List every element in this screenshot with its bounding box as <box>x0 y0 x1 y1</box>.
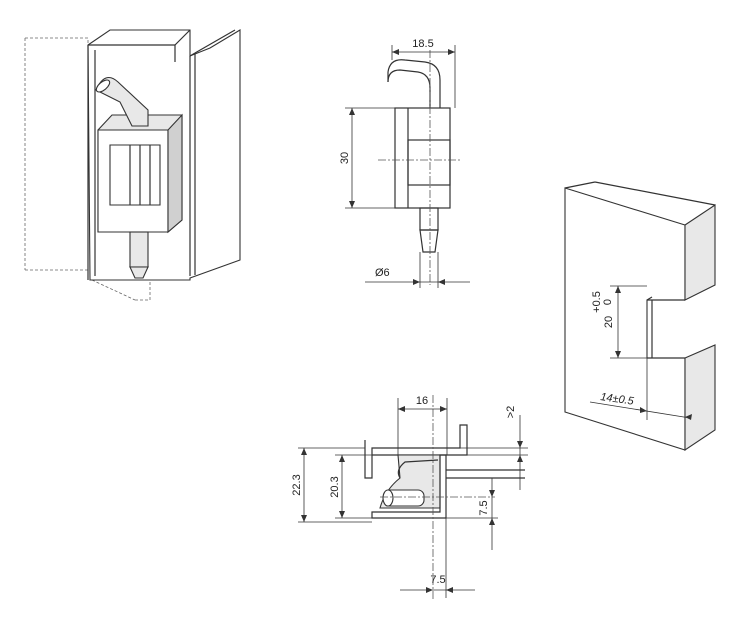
side-view: 18.5 30 Ø6 <box>339 38 470 288</box>
hinge-pin <box>95 76 149 279</box>
side-body <box>394 107 451 209</box>
cutout-view: 20 +0.50 14±0.5 <box>564 181 716 452</box>
dim-pin-offset-h: 7.5 <box>430 574 445 586</box>
section-view: 16 >2 22.3 20.3 7.5 7.5 <box>291 395 528 600</box>
dim-slot-height: 20 <box>603 316 615 328</box>
dim-gap: >2 <box>505 406 517 419</box>
dim-slot-depth: 14±0.5 <box>600 391 636 408</box>
dim-top-width: 18.5 <box>412 38 433 50</box>
dim-slot-height-tol: +0.50 <box>591 291 614 313</box>
hinge-body <box>97 113 183 234</box>
dim-inner-height: 20.3 <box>329 476 341 497</box>
isometric-view <box>24 29 241 301</box>
dim-overall-height: 22.3 <box>291 474 303 495</box>
dim-section-top-width: 16 <box>416 395 428 407</box>
side-knuckle <box>407 139 451 186</box>
dim-pin-offset-v: 7.5 <box>478 500 490 515</box>
dim-height: 30 <box>339 152 351 164</box>
dim-pin-diameter: Ø6 <box>375 267 390 279</box>
